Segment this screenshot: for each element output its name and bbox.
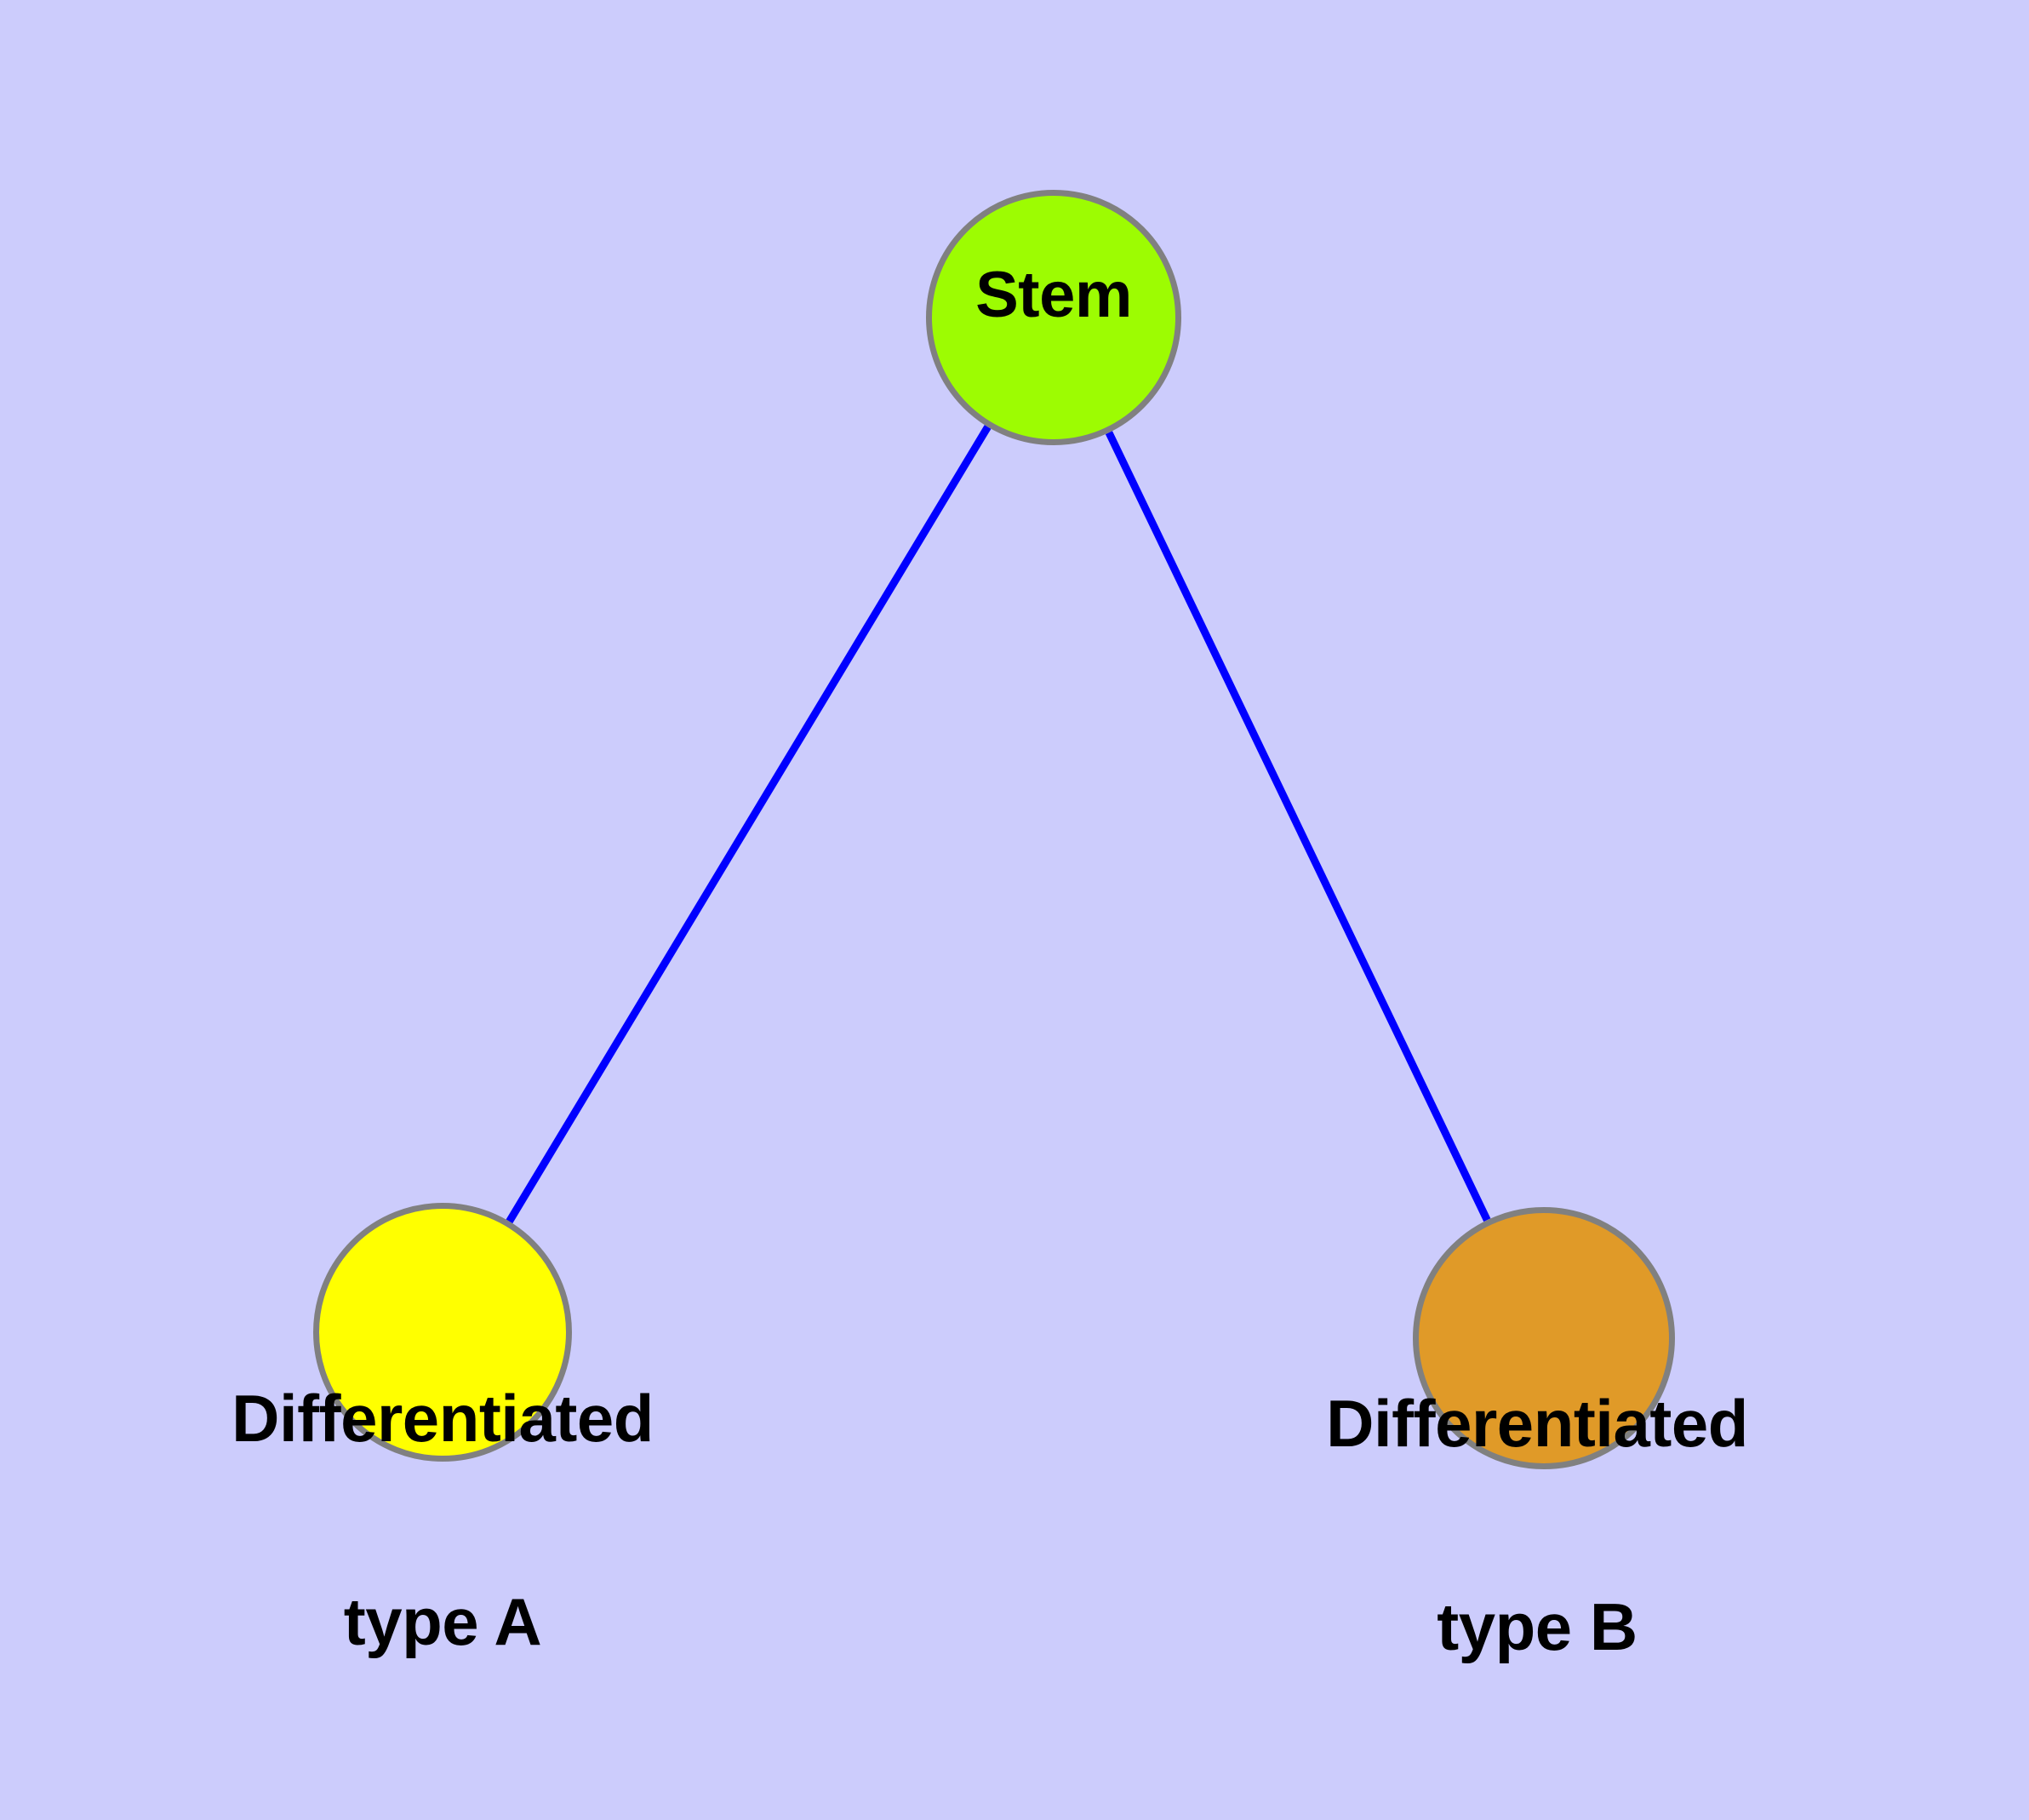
- node-differentiated-type-a[interactable]: [313, 1203, 572, 1462]
- edge-layer: [506, 425, 1491, 1224]
- edge-stem-to-differentiated-b[interactable]: [1105, 431, 1491, 1222]
- node-stem[interactable]: [926, 190, 1181, 445]
- node-layer: [313, 190, 1675, 1469]
- node-differentiated-type-b[interactable]: [1413, 1207, 1675, 1469]
- edge-stem-to-differentiated-a[interactable]: [506, 425, 992, 1224]
